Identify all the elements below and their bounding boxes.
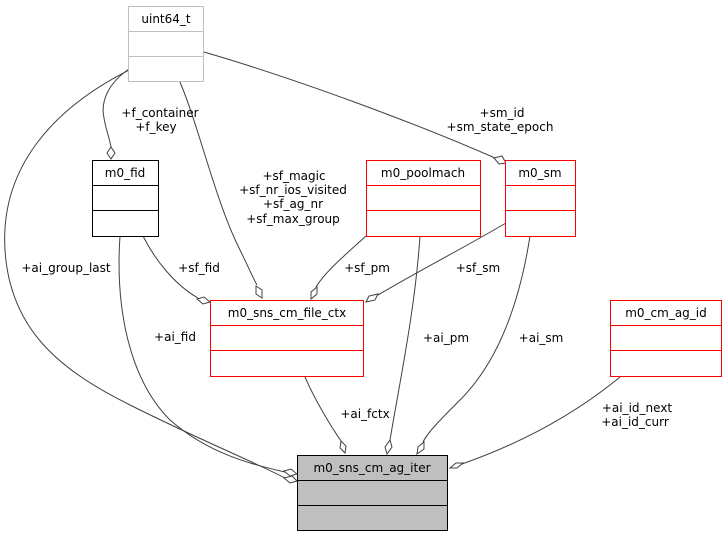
edge-label-ai-pm: +ai_pm: [423, 331, 469, 345]
edge-label-ai-fctx: +ai_fctx: [340, 407, 389, 421]
edge-uint64-to-sm: [203, 51, 496, 159]
node-title-m0-sns-cm-ag-iter: m0_sns_cm_ag_iter: [313, 461, 430, 475]
edge-file-ctx-to-ag-iter: [304, 376, 342, 442]
node-title-m0-poolmach: m0_poolmach: [381, 166, 465, 180]
edge-label-ai-id-curr: +ai_id_curr: [601, 415, 669, 429]
edge-label-f-container: +f_container: [121, 106, 198, 120]
aggregation-diamond-ag-iter-top3: [416, 440, 425, 456]
node-title-m0-cm-ag-id: m0_cm_ag_id: [625, 306, 707, 320]
edge-uint64-to-fid: [102, 68, 130, 148]
edge-label-sm-state-epoch: +sm_state_epoch: [447, 120, 554, 134]
aggregation-diamond-file-ctx-top: [255, 285, 263, 299]
node-title-m0-sns-cm-file-ctx: m0_sns_cm_file_ctx: [228, 306, 346, 320]
edge-poolmach-to-file-ctx: [315, 235, 367, 288]
edge-uint64-to-ag-iter: [4, 69, 286, 479]
node-title-uint64-t: uint64_t: [141, 12, 191, 26]
aggregation-diamond-ag-iter-left1: [282, 475, 298, 484]
node-uint64-t[interactable]: uint64_t: [128, 6, 204, 82]
edge-sm-to-ag-iter: [422, 235, 531, 443]
edge-sm-to-file-ctx: [377, 222, 507, 296]
aggregation-diamond-sm: [493, 155, 507, 165]
edge-label-sf-magic: +sf_magic: [262, 169, 325, 183]
edge-label-sf-nr-ios-visited: +sf_nr_ios_visited: [239, 183, 347, 197]
node-m0-fid[interactable]: m0_fid: [92, 160, 159, 237]
edge-fid-to-file-ctx: [142, 235, 199, 299]
edge-label-sf-fid: +sf_fid: [178, 261, 220, 275]
edge-label-ai-sm: +ai_sm: [519, 331, 564, 345]
aggregation-diamond-fid: [106, 146, 116, 160]
node-m0-cm-ag-id[interactable]: m0_cm_ag_id: [610, 300, 722, 377]
aggregation-diamond-ag-iter-left2: [282, 468, 299, 477]
node-m0-sm[interactable]: m0_sm: [505, 160, 576, 237]
edge-fid-to-ag-iter: [118, 235, 286, 473]
edge-label-f-key: +f_key: [135, 120, 176, 134]
aggregation-diamond-ag-iter-top2: [384, 438, 393, 456]
node-m0-sns-cm-ag-iter[interactable]: m0_sns_cm_ag_iter: [297, 455, 448, 531]
edge-uint64-to-file-ctx: [179, 81, 258, 286]
node-title-m0-fid: m0_fid: [105, 166, 146, 180]
edge-cm-ag-id-to-ag-iter: [461, 376, 621, 465]
edge-label-ai-group-last: +ai_group_last: [21, 261, 111, 275]
edge-label-ai-fid: +ai_fid: [154, 330, 196, 344]
aggregation-diamond-file-ctx-right: [365, 293, 379, 303]
edge-label-sf-pm: +sf_pm: [344, 261, 390, 275]
edge-label-sm-id: +sm_id: [480, 106, 525, 120]
edge-label-sf-sm: +sf_sm: [456, 261, 500, 275]
aggregation-diamond-ag-iter-top1: [339, 439, 347, 455]
aggregation-diamond-file-ctx-left: [195, 296, 212, 305]
node-title-m0-sm: m0_sm: [518, 166, 561, 180]
edge-label-sf-ag-nr: +sf_ag_nr: [263, 197, 323, 211]
node-m0-poolmach[interactable]: m0_poolmach: [366, 160, 481, 237]
edge-label-sf-max-group: +sf_max_group: [246, 212, 340, 226]
edge-poolmach-to-ag-iter: [389, 235, 421, 441]
aggregation-diamond-file-ctx-top2: [310, 285, 318, 301]
node-m0-sns-cm-file-ctx[interactable]: m0_sns_cm_file_ctx: [210, 300, 364, 377]
edge-label-ai-id-next: +ai_id_next: [602, 401, 673, 415]
aggregation-diamond-ag-iter-right: [448, 462, 465, 469]
